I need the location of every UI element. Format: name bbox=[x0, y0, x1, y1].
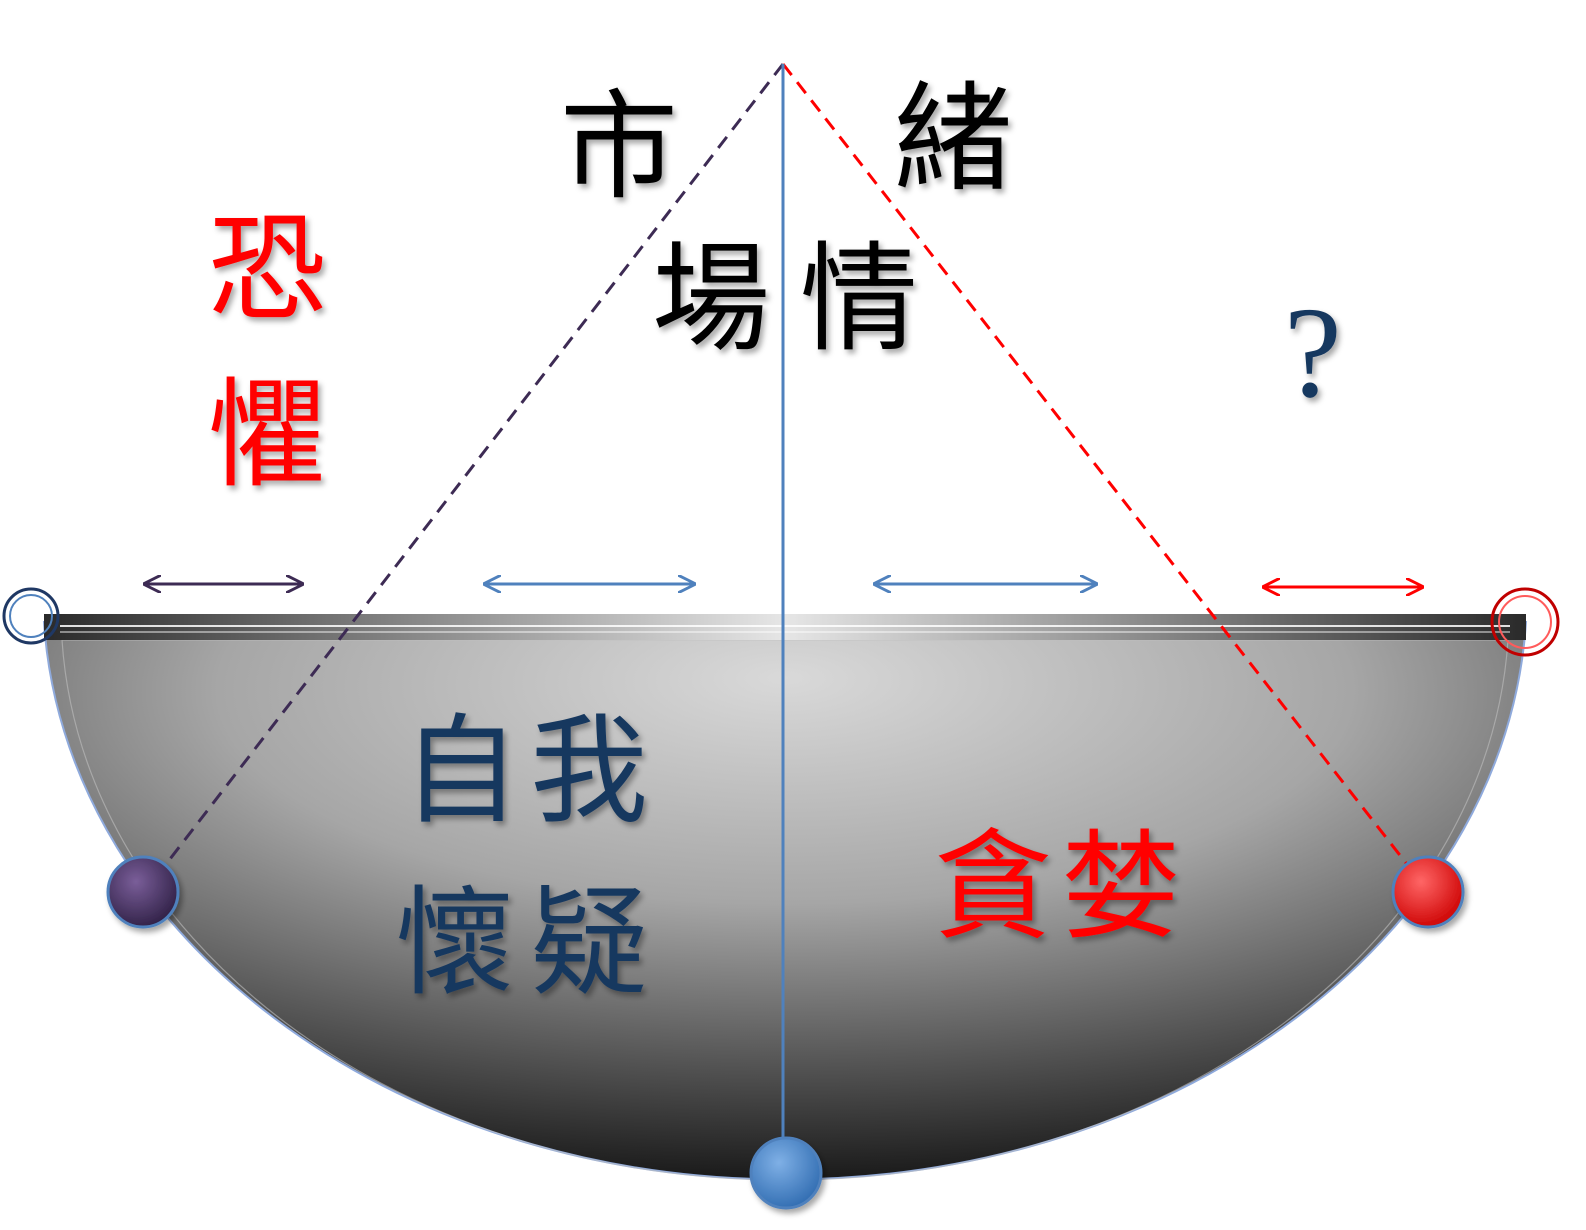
self-doubt-char-2: 我 bbox=[530, 702, 648, 840]
self-doubt-char-4: 疑 bbox=[530, 874, 648, 1012]
question-mark: ? bbox=[1284, 281, 1342, 425]
greed-pendulum-string bbox=[781, 63, 1415, 873]
center-ball bbox=[749, 1136, 823, 1210]
market-sentiment-title: 市 場 情 緒 bbox=[560, 70, 1012, 368]
self-doubt-char-3: 懷 bbox=[396, 874, 514, 1012]
fear-pendulum-string bbox=[158, 63, 785, 873]
self-doubt-char-1: 自 bbox=[402, 702, 520, 840]
bowl-body bbox=[42, 621, 1528, 1181]
greed-char-1: 貪 bbox=[934, 818, 1052, 956]
fear-label: 恐 懼 bbox=[208, 200, 326, 504]
fear-ball bbox=[106, 855, 180, 929]
greed-char-2: 婪 bbox=[1062, 818, 1180, 956]
fear-char-1: 恐 bbox=[208, 200, 326, 338]
market-sentiment-char-3: 情 bbox=[800, 230, 918, 368]
market-sentiment-char-2: 場 bbox=[652, 230, 770, 368]
market-sentiment-char-4: 緒 bbox=[894, 70, 1012, 208]
right-rim-ring bbox=[1490, 587, 1560, 657]
bowl bbox=[42, 614, 1528, 1181]
fear-char-2: 懼 bbox=[208, 366, 326, 504]
greed-ball bbox=[1391, 855, 1465, 929]
market-sentiment-char-1: 市 bbox=[560, 78, 678, 216]
self-doubt-label: 自 我 懷 疑 bbox=[396, 702, 648, 1012]
greed-label: 貪 婪 bbox=[934, 818, 1180, 956]
left-rim-ring bbox=[2, 587, 60, 645]
